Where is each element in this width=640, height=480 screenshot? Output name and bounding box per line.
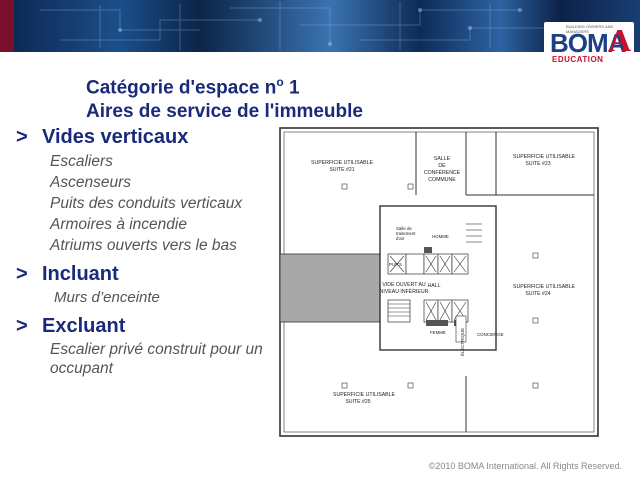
svg-text:d'air: d'air — [396, 236, 405, 241]
svg-text:DE: DE — [438, 163, 446, 169]
section-heading-excluant: >Excluant — [16, 315, 126, 337]
open-atrium-void — [279, 253, 383, 323]
logo-subtitle: EDUCATION — [552, 55, 604, 64]
logo-a-mark: A — [608, 22, 632, 58]
label-electrique: ÉLECTRIQUE — [460, 328, 465, 356]
label-suite23: SUPERFICIE UTILISABLE — [513, 154, 576, 160]
label-hall: HALL — [428, 283, 441, 289]
svg-text:SUITE #23: SUITE #23 — [525, 161, 550, 167]
label-puits: PUITS — [389, 262, 402, 267]
list-item: Murs d’enceinte — [54, 289, 160, 306]
svg-text:NIVEAU INFÉRIEUR: NIVEAU INFÉRIEUR — [380, 288, 429, 295]
copyright-text: ©2010 BOMA International. All Rights Res… — [428, 461, 622, 471]
label-suite24: SUPERFICIE UTILISABLE — [513, 284, 576, 290]
list-item: Puits des conduits verticaux — [50, 195, 243, 212]
circuit-pattern — [40, 2, 560, 50]
label-homme: HOMME — [432, 234, 449, 239]
logo-text: BOMA — [550, 28, 626, 58]
svg-text:SUITE #21: SUITE #21 — [329, 167, 354, 173]
svg-text:CONFÉRENCE: CONFÉRENCE — [424, 169, 461, 176]
floor-plan: SUPERFICIE UTILISABLE SUITE #21 SALLE DE… — [279, 127, 599, 437]
svg-text:SUITE #24: SUITE #24 — [525, 291, 550, 297]
slide-subtitle: Aires de service de l'immeuble — [86, 101, 363, 123]
section-heading-vides: >Vides verticaux — [16, 126, 189, 148]
label-suite25: SUPERFICIE UTILISABLE — [333, 392, 396, 398]
label-salle-air: Salle de — [396, 226, 412, 231]
list-item: occupant — [50, 360, 113, 377]
label-suite21: SUPERFICIE UTILISABLE — [311, 160, 374, 166]
list-item: Armoires à incendie — [50, 216, 187, 233]
slide-title: Catégorie d'espace no 1 Aires de service… — [86, 75, 363, 123]
list-item: Escaliers — [50, 153, 113, 170]
label-vide: VIDE OUVERT AU — [382, 282, 426, 288]
section-heading-incluant: >Incluant — [16, 263, 119, 285]
boma-logo: BUILDING OWNERS AND MANAGERS BOMA A EDUC… — [544, 22, 634, 66]
svg-text:traitement: traitement — [396, 231, 416, 236]
label-concierge: CONCIERGE — [477, 332, 504, 337]
svg-text:SUITE #25: SUITE #25 — [345, 399, 370, 405]
header-banner — [0, 0, 640, 52]
label-salle: SALLE — [434, 156, 451, 162]
logo-tagline: BUILDING OWNERS AND MANAGERS — [566, 24, 614, 34]
list-item: Escalier privé construit pour un — [50, 341, 263, 358]
list-item: Ascenseurs — [50, 174, 131, 191]
list-item: Atriums ouverts vers le bas — [50, 237, 237, 254]
svg-text:COMMUNE: COMMUNE — [428, 177, 456, 183]
label-femme: FEMME — [430, 330, 446, 335]
